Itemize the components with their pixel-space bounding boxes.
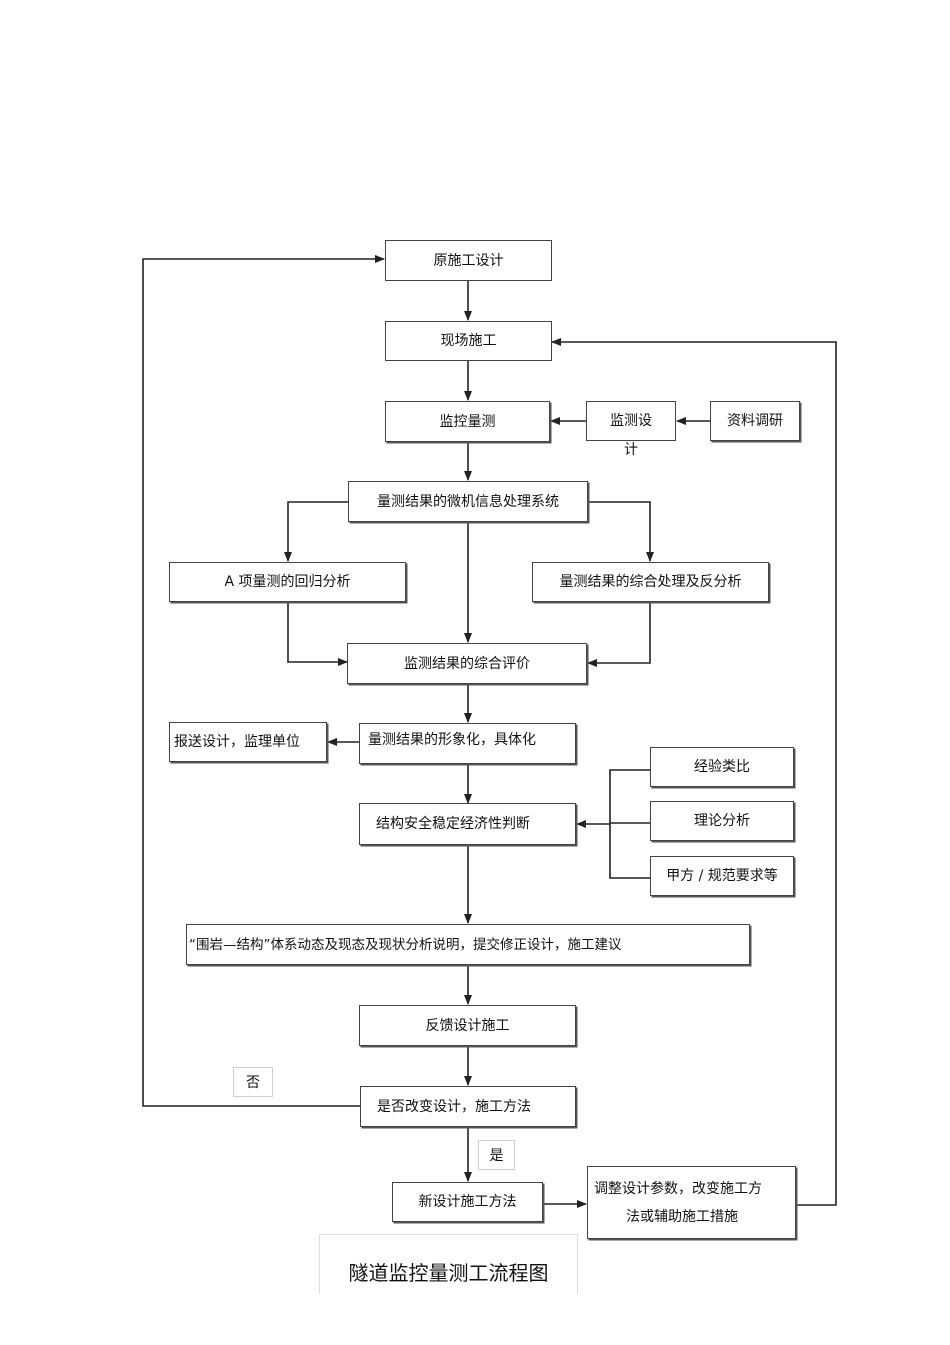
arrow-processing-to-regression xyxy=(284,501,348,562)
original-design-box: 原施工设计 xyxy=(385,240,552,281)
data-research-box: 资料调研 xyxy=(710,401,800,441)
monitoring-design-label-continued: 计 xyxy=(624,442,638,458)
arrow-adjust-loop xyxy=(551,338,837,1206)
no-label: 否 xyxy=(233,1067,273,1097)
experience-analogy-box: 经验类比 xyxy=(650,747,794,787)
diagram-title: 隧道监控量测工流程图 xyxy=(319,1234,578,1294)
new-method-box: 新设计施工方法 xyxy=(392,1182,543,1222)
arrow-no-loop xyxy=(142,255,385,1107)
site-construction-box: 现场施工 xyxy=(385,321,552,361)
adjust-box: 调整设计参数，改变施工方 法或辅助施工措施 xyxy=(587,1166,796,1239)
report-box: 报送设计，监理单位 xyxy=(169,722,327,762)
adjust-label-line2: 法或辅助施工措施 xyxy=(626,1208,738,1225)
safety-judgment-box: 结构安全稳定经济性判断 xyxy=(359,803,576,845)
decision-box: 是否改变设计，施工方法 xyxy=(360,1086,576,1127)
arrow-comprehensive-to-evaluation xyxy=(587,602,651,667)
regression-analysis-box: A 项量测的回归分析 xyxy=(169,562,406,602)
monitoring-measurement-box: 监控量测 xyxy=(385,401,550,442)
monitoring-design-box: 监测设 xyxy=(586,401,676,441)
theory-analysis-box: 理论分析 xyxy=(650,801,794,841)
monitoring-design-label: 监测设 xyxy=(610,413,652,429)
feedback-box: 反馈设计施工 xyxy=(359,1005,576,1046)
bracket-judgment-inputs xyxy=(609,769,650,879)
micro-processing-box: 量测结果的微机信息处理系统 xyxy=(348,481,588,522)
comprehensive-processing-box: 量测结果的综合处理及反分析 xyxy=(532,562,769,602)
comprehensive-evaluation-box: 监测结果的综合评价 xyxy=(347,643,587,684)
arrow-regression-to-evaluation xyxy=(287,602,348,666)
yes-label: 是 xyxy=(478,1140,515,1170)
arrow-processing-to-comprehensive xyxy=(588,501,654,562)
visualization-box: 量测结果的形象化，具体化 xyxy=(359,723,576,764)
adjust-label-line1: 调整设计参数，改变施工方 xyxy=(594,1180,762,1197)
owner-requirements-box: 甲方 / 规范要求等 xyxy=(650,856,794,896)
system-analysis-box: “围岩—结构”体系动态及现态及现状分析说明，提交修正设计，施工建议 xyxy=(186,924,750,965)
